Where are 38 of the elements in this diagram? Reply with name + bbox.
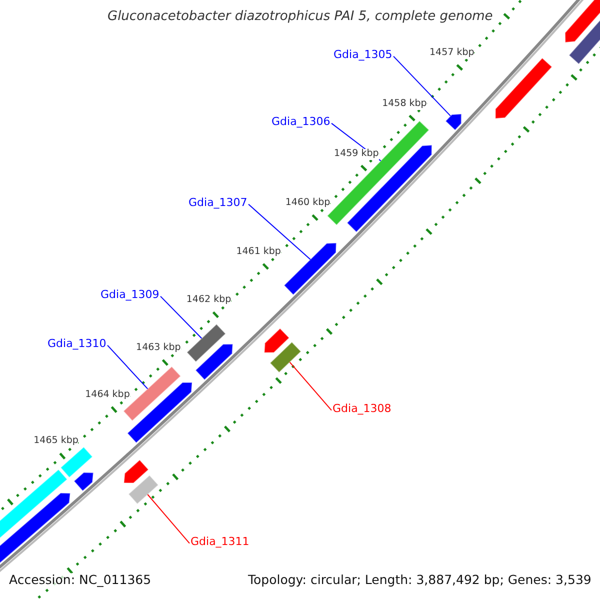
- leader-line: [289, 362, 332, 411]
- scale-label: 1465 kbp: [34, 436, 78, 447]
- scale-label: 1461 kbp: [236, 246, 281, 258]
- accession-text: Accession: NC_011365: [9, 573, 152, 588]
- gene-label: Gdia_1307: [188, 196, 248, 210]
- gene-feature: [494, 57, 553, 120]
- gene-feature: [73, 472, 94, 492]
- gene-label: Gdia_1309: [100, 288, 160, 302]
- gene-feature: [123, 459, 150, 484]
- gene-feature: [269, 341, 302, 374]
- gene-feature: [60, 446, 94, 478]
- gene-label: Gdia_1308: [332, 402, 392, 416]
- leader-line: [107, 344, 148, 390]
- gene-feature: [186, 324, 226, 362]
- scale-label: 1458 kbp: [382, 98, 427, 110]
- gene-label: Gdia_1311: [190, 536, 250, 548]
- scale-label: 1457 kbp: [430, 48, 474, 59]
- leader-line: [248, 204, 311, 260]
- gene-label: Gdia_1306: [272, 116, 330, 128]
- scale-label: 1463 kbp: [136, 342, 181, 354]
- gene-feature: [0, 468, 68, 539]
- gene-label: Gdia_1305: [334, 48, 392, 62]
- leader-line: [147, 494, 190, 544]
- gene-feature: [128, 474, 159, 505]
- gene-feature: [564, 0, 600, 43]
- gene-feature: [264, 328, 290, 354]
- leader-line: [393, 56, 452, 116]
- gene-label: Gdia_1310: [48, 338, 106, 350]
- scale-label: 1464 kbp: [85, 390, 130, 401]
- gene-feature: [283, 242, 337, 296]
- gene-feature: [444, 113, 462, 131]
- leader-line: [160, 296, 202, 339]
- genome-info-text: Topology: circular; Length: 3,887,492 bp; Genes: 3,539: [248, 573, 592, 588]
- scale-label: 1459 kbp: [334, 148, 379, 160]
- gene-feature: [194, 344, 234, 380]
- scale-label: 1462 kbp: [186, 294, 232, 306]
- title: Gluconacetobacter diazotrophicus PAI 5, complete genome: [108, 10, 493, 25]
- scale-label: 1460 kbp: [285, 198, 330, 209]
